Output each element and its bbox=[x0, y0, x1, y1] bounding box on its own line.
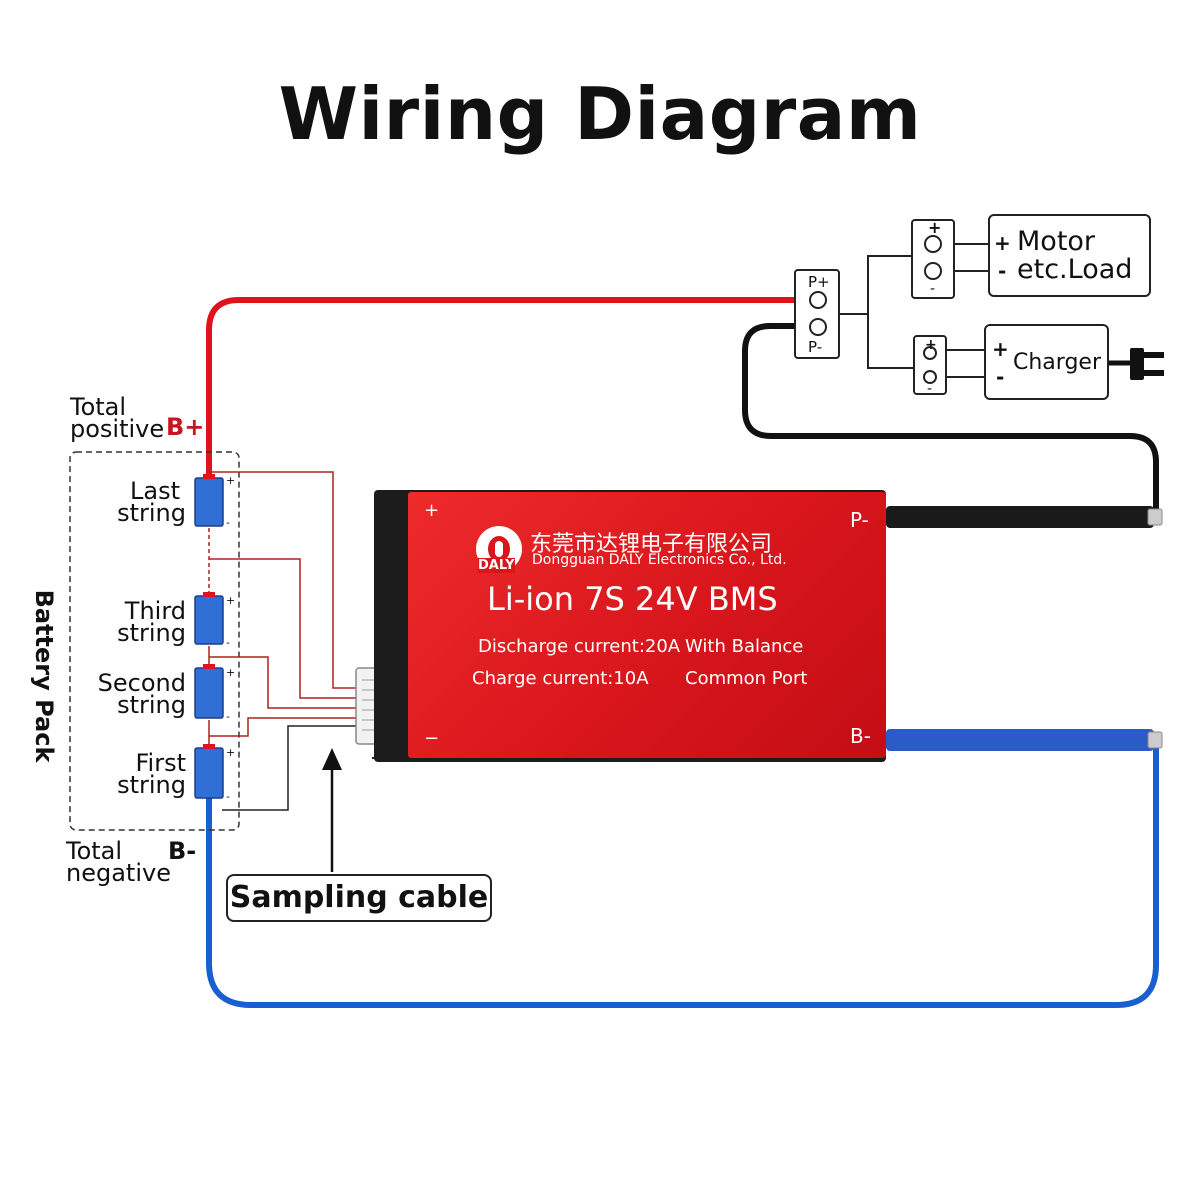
b-minus-cable bbox=[886, 729, 1154, 751]
cell-last-label-1: Last bbox=[130, 477, 180, 505]
positive-wire bbox=[206, 297, 808, 478]
discharge-current: Discharge current:20A bbox=[478, 636, 681, 657]
cell-last-minus: - bbox=[226, 516, 230, 529]
negative-wire bbox=[206, 740, 1159, 1008]
cell-first-minus: - bbox=[226, 790, 230, 803]
p-minus-terminal bbox=[809, 318, 827, 336]
company-cn: 东莞市达锂电子有限公司 bbox=[530, 532, 773, 557]
total-negative-line2: negative bbox=[66, 859, 171, 887]
bms-b-minus-label: B- bbox=[850, 724, 871, 748]
total-positive-line1: Total bbox=[70, 393, 127, 421]
charger-block-plus: + bbox=[925, 337, 937, 353]
p-plus-terminal bbox=[809, 291, 827, 309]
connector-p-plus-label: P+ bbox=[808, 273, 830, 291]
cell-first-label-1: First bbox=[135, 749, 186, 777]
port-type: Common Port bbox=[685, 668, 808, 689]
load-plus-sign: + bbox=[994, 231, 1011, 255]
b-minus-label: B- bbox=[168, 837, 197, 865]
cell-last-label-2: string bbox=[117, 499, 186, 527]
b-plus-label: B+ bbox=[166, 413, 205, 441]
cell-third bbox=[194, 595, 224, 645]
load-label-line2: etc.Load bbox=[1017, 254, 1133, 285]
load-block-plus: + bbox=[928, 218, 942, 237]
battery-pack-label: Battery Pack bbox=[30, 589, 58, 763]
daly-brand: DALY bbox=[478, 558, 515, 573]
sampling-cable-label: Sampling cable bbox=[226, 874, 492, 922]
charger-label: Charger bbox=[1013, 350, 1101, 375]
cell-third-minus: - bbox=[226, 636, 230, 649]
cell-third-label-1: Third bbox=[124, 597, 186, 625]
sampling-wires bbox=[209, 471, 358, 737]
bms-plus-mark: + bbox=[424, 500, 440, 521]
cell-third-plus: + bbox=[226, 594, 236, 607]
cell-second-label-1: Second bbox=[97, 669, 186, 697]
balance-feature: With Balance bbox=[685, 636, 804, 657]
charger-plus-sign: + bbox=[992, 337, 1009, 361]
load-plus-terminal bbox=[924, 235, 942, 253]
cell-first-plus: + bbox=[226, 746, 236, 759]
charger-block-minus: - bbox=[927, 381, 933, 397]
load-label-line1: Motor bbox=[1017, 226, 1096, 257]
charger-terminal-block bbox=[913, 335, 947, 395]
connector-p-minus-label: P- bbox=[808, 338, 823, 356]
cell-second-label-2: string bbox=[117, 691, 186, 719]
p-minus-wire bbox=[742, 323, 1159, 515]
bms-minus-mark: − bbox=[424, 728, 440, 749]
cell-last-plus: + bbox=[226, 474, 236, 487]
company-en: Dongguan DALY Electronics Co., Ltd. bbox=[532, 552, 787, 568]
cell-last bbox=[194, 477, 224, 527]
cell-second-plus: + bbox=[226, 666, 236, 679]
cell-first-label-2: string bbox=[117, 771, 186, 799]
charger-minus-terminal bbox=[923, 370, 937, 384]
cell-third-label-2: string bbox=[117, 619, 186, 647]
battery-pack-outline bbox=[69, 451, 240, 831]
bms-p-minus-label: P- bbox=[850, 508, 869, 532]
charger-plus-terminal bbox=[923, 346, 937, 360]
total-negative-line1: Total bbox=[66, 837, 123, 865]
charge-current: Charge current:10A bbox=[472, 668, 649, 689]
charger-box bbox=[984, 324, 1109, 400]
diagram-title: Wiring Diagram bbox=[278, 72, 922, 156]
load-box bbox=[988, 214, 1151, 297]
load-block-minus: - bbox=[930, 281, 936, 297]
p-minus-cable bbox=[886, 506, 1154, 528]
load-minus-sign: - bbox=[998, 259, 1007, 283]
cell-second-minus: - bbox=[226, 710, 230, 723]
charger-minus-sign: - bbox=[996, 365, 1005, 389]
load-minus-terminal bbox=[924, 262, 942, 280]
cell-second bbox=[194, 667, 224, 719]
bms-model: Li-ion 7S 24V BMS bbox=[487, 580, 778, 618]
load-terminal-block bbox=[911, 219, 955, 299]
cell-first bbox=[194, 747, 224, 799]
total-positive-line2: positive bbox=[70, 415, 165, 443]
plug-icon bbox=[1108, 348, 1164, 380]
